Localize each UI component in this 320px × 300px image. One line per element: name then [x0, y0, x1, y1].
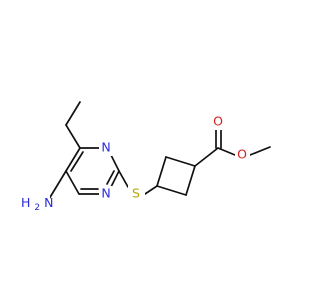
bond-c5-c6: [65, 147, 81, 172]
bond-ring-carbonyl: [194, 147, 219, 167]
amine-subscript: 2: [34, 203, 40, 213]
bond-c2-n3-inner: [106, 170, 115, 185]
bond-c2-n3: [110, 170, 120, 188]
bond-c4-c5: [65, 170, 80, 195]
bond-ethyl: [65, 101, 81, 126]
bond-cb-4: [156, 185, 187, 196]
amine-hydrogen: H: [21, 195, 30, 210]
pyrimidine-ring: [65, 147, 120, 195]
bond-ring-sulfur: [118, 170, 129, 188]
bond-o-methyl: [249, 146, 271, 156]
bond-ester-o: [217, 147, 236, 156]
cyclobutane-ring: [156, 156, 196, 196]
bond-sulfur-cyclobutane: [144, 185, 158, 195]
bond-cb-2: [165, 156, 196, 167]
bond-ring-ethyl: [65, 124, 81, 149]
bond-n1-c2: [110, 154, 120, 172]
bond-c5-c6-inner: [70, 151, 84, 172]
chemical-structure: N N S O O H 2 N: [20, 101, 271, 214]
bond-cb-1: [156, 156, 167, 187]
atom-ring-n-lower: N: [101, 186, 110, 201]
atom-amine: H 2 N: [21, 195, 53, 214]
bond-cb-3: [185, 165, 196, 196]
atom-carbonyl-oxygen: O: [213, 114, 223, 129]
atom-sulfur: S: [132, 186, 140, 201]
atom-ester-oxygen: O: [237, 147, 247, 162]
atom-ring-n-upper: N: [101, 140, 110, 155]
amine-nitrogen: N: [44, 195, 53, 210]
bond-ring-amine: [48, 170, 67, 200]
